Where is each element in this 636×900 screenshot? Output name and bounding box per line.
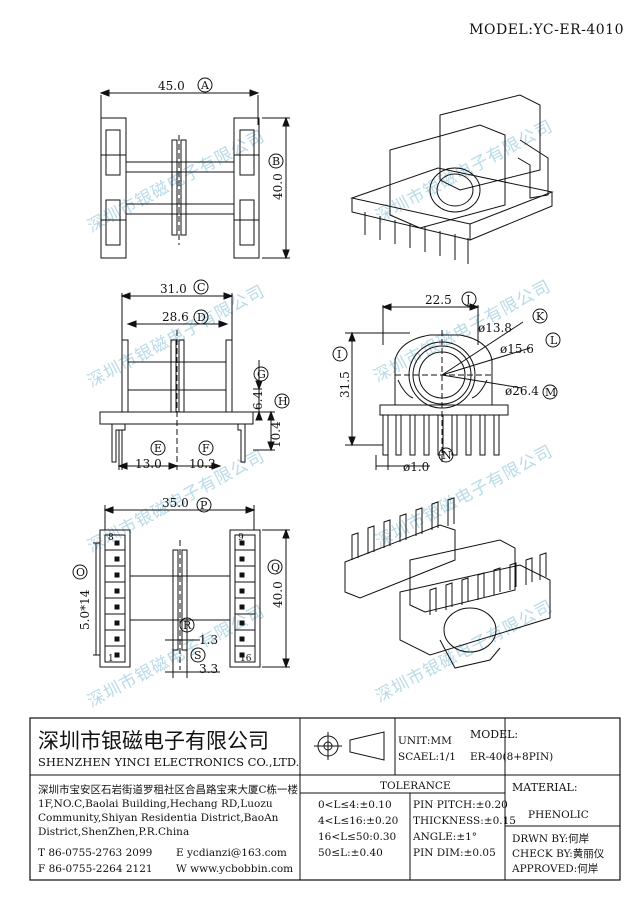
pin-8-label: 8 — [108, 533, 114, 543]
tolerance-4: 50≤L:±0.40 — [318, 847, 383, 859]
end-view: 22.5 J I 31.5 — [332, 291, 561, 474]
drawn-by: DRWN BY:何岸 — [512, 832, 589, 845]
dim-r-tag: R — [183, 619, 192, 632]
dim-h-value: 10.4 — [269, 421, 283, 448]
dim-b-value: 40.0 — [271, 173, 285, 200]
dim-r-value: 1.3 — [199, 633, 218, 647]
dim-l-tag: L — [550, 334, 558, 347]
pin-pitch-tolerance: PIN PITCH:±0.20 — [413, 799, 508, 811]
dim-h-tag: H — [278, 395, 288, 408]
dim-g-tag: G — [257, 368, 266, 381]
dim-s-value: 3.3 — [199, 662, 218, 676]
dim-k-tag: K — [536, 310, 545, 323]
checked-by: CHECK BY:黄丽仪 — [512, 847, 605, 860]
dim-o-tag: O — [76, 566, 85, 579]
company-name-en: SHENZHEN YINCI ELECTRONICS CO.,LTD. — [38, 755, 299, 769]
dim-n-value: ø1.0 — [403, 460, 429, 474]
dim-e-value: 13.0 — [135, 457, 162, 471]
dim-d-value: 28.6 — [162, 310, 189, 324]
address-en-2: Community,Shiyan Residentia District,Bao… — [38, 812, 279, 824]
dim-c-value: 31.0 — [160, 282, 187, 296]
dim-b-tag: B — [272, 155, 280, 168]
dim-a-value: 45.0 — [158, 79, 185, 93]
side-view: 31.0 C 28.6 D — [99, 279, 290, 471]
dim-m-value: ø26.4 — [505, 384, 539, 398]
fax: F 86-0755-2264 2121 — [38, 863, 153, 875]
dim-m-tag: M — [545, 386, 556, 399]
dim-j-value: 22.5 — [425, 293, 452, 307]
material-label: MATERIAL: — [512, 781, 578, 794]
tolerance-title: TOLERANCE — [380, 780, 451, 792]
dim-c-tag: C — [197, 281, 205, 294]
scale-label: SCAEL:1/1 — [398, 751, 456, 763]
dim-o-value: 5.0*14 — [78, 589, 92, 630]
dim-p-tag: P — [200, 499, 208, 512]
dim-l-value: ø15.6 — [500, 342, 534, 356]
model-header: MODEL:YC-ER-4010 — [469, 22, 624, 38]
iso-pins-bottom-right — [429, 552, 547, 615]
address-cn: 深圳市宝安区石岩街道罗租社区合昌路宝来大厦C栋一楼 — [38, 783, 299, 796]
unit-label: UNIT:MM — [398, 735, 452, 747]
telephone: T 86-0755-2763 2099 — [38, 847, 152, 859]
dim-k-value: ø13.8 — [478, 321, 512, 335]
pin-1-label: 1 — [108, 654, 114, 664]
pin-16-label: 16 — [240, 654, 252, 664]
right-pin-markers — [235, 540, 255, 658]
isometric-view-bottom — [344, 497, 551, 669]
bottom-view: 35.0 P — [72, 496, 290, 678]
model-label: MODEL: — [470, 728, 518, 741]
iso-pins-top — [364, 212, 469, 264]
iso-pins-bottom-left — [351, 497, 455, 560]
dim-j-tag: J — [465, 293, 470, 306]
tolerance-2: 4<L≤16:±0.20 — [318, 815, 398, 827]
dim-g-value: 6.4 — [251, 391, 265, 410]
model-value: ER-40(8+8PIN) — [470, 751, 553, 763]
tolerance-1: 0<L≤4:±0.10 — [318, 799, 392, 811]
top-front-view: 45.0 A — [99, 77, 290, 260]
dim-i-value: 31.5 — [338, 371, 352, 398]
address-en-3: District,ShenZhen,P.R.China — [38, 826, 189, 838]
tolerance-3: 16<L≤50:0.30 — [318, 831, 396, 843]
dim-n-tag: N — [442, 449, 452, 462]
dim-d-tag: D — [197, 311, 206, 324]
title-block — [29, 717, 621, 881]
thickness-tolerance: THICKNESS:±0.15 — [413, 815, 516, 827]
isometric-view-top — [350, 94, 554, 264]
dim-e-tag: E — [154, 442, 162, 455]
pin-9-label: 9 — [238, 533, 244, 543]
dim-f-value: 10.2 — [189, 457, 216, 471]
company-name-cn: 深圳市银磁电子有限公司 — [38, 729, 269, 753]
website: W www.ycbobbin.com — [176, 863, 293, 875]
dim-s-tag: S — [194, 649, 202, 662]
dim-f-tag: F — [202, 442, 210, 455]
left-pin-markers — [105, 540, 125, 658]
dim-a-tag: A — [200, 79, 210, 92]
angle-tolerance: ANGLE:±1° — [412, 831, 477, 843]
dim-i-tag: I — [337, 348, 341, 361]
dim-q-value: 40.0 — [271, 581, 285, 608]
dim-q-tag: Q — [271, 561, 280, 574]
material-value: PHENOLIC — [528, 809, 589, 821]
dim-p-value: 35.0 — [162, 496, 189, 510]
pin-dim-tolerance: PIN DIM:±0.05 — [413, 847, 496, 859]
address-en-1: 1F,NO.C,Baolai Building,Hechang RD,Luozu — [38, 798, 273, 810]
approved-by: APPROVED:何岸 — [511, 862, 598, 875]
email: E ycdianzi@163.com — [176, 847, 287, 859]
pin-row — [382, 414, 500, 456]
